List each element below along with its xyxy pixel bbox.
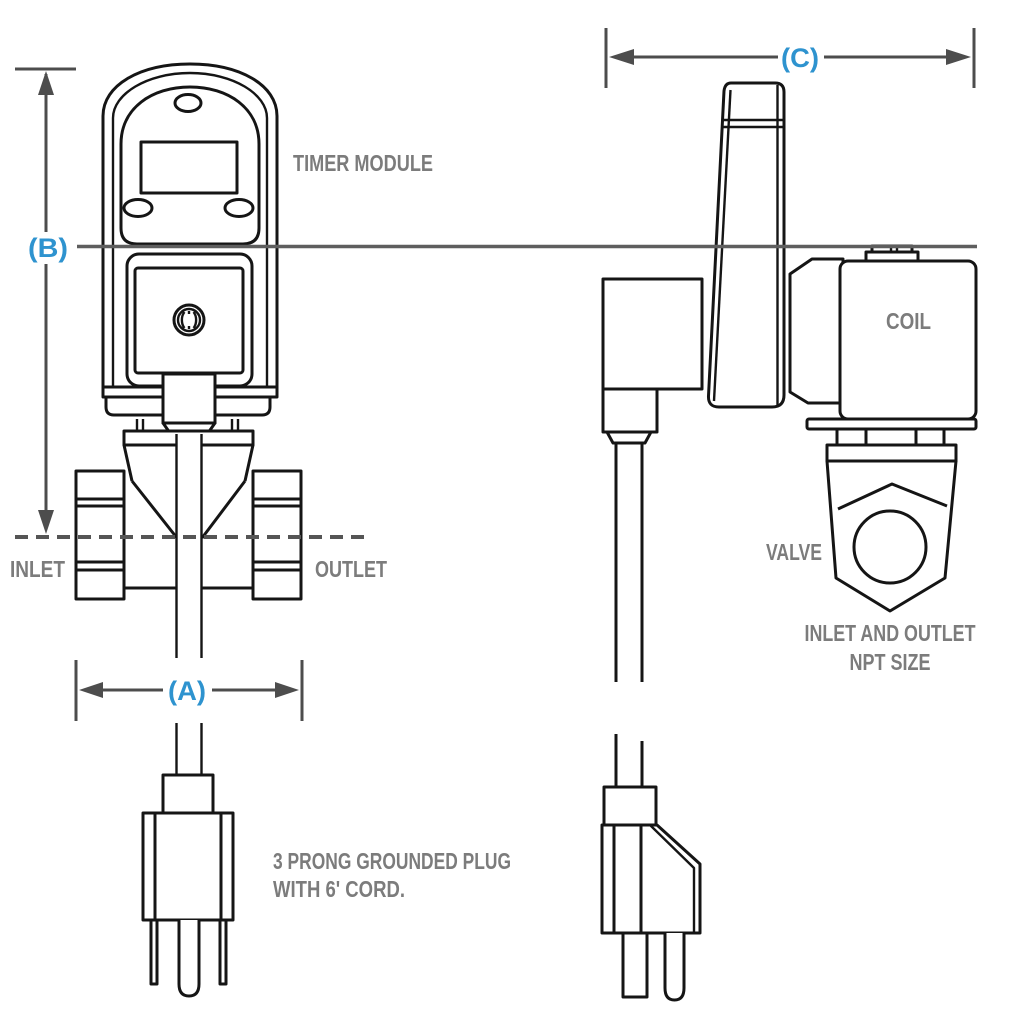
top-oval (173, 93, 203, 113)
valve-body-side (788, 257, 845, 405)
dim-c-label: (C) (781, 43, 819, 73)
outlet-label: OUTLET (315, 556, 387, 582)
plug-side (600, 785, 702, 1002)
plug-body (141, 811, 235, 922)
labels: TIMER MODULE INLET OUTLET 3 PRONG GROUND… (10, 43, 976, 902)
coil-label: COIL (886, 308, 931, 334)
left-button-oval (122, 198, 154, 218)
dimension-c (604, 28, 976, 88)
coil-body (838, 259, 978, 421)
valve-front (74, 429, 303, 775)
side-view (600, 81, 978, 1002)
valve-hex-fitting (825, 459, 958, 613)
timer-module-front (101, 62, 279, 435)
dimension-b (15, 67, 76, 534)
plug-blade-right (218, 918, 228, 986)
plug-front (141, 773, 235, 998)
coil-base (805, 417, 978, 463)
npt-note-line1: INLET AND OUTLET (805, 620, 976, 646)
plug-body-side (600, 823, 702, 935)
plug-pin-side (663, 933, 686, 1002)
cord-connector (161, 372, 217, 425)
plug-grip (161, 773, 215, 815)
lower-cover (125, 252, 254, 388)
plug-blade-side (621, 931, 649, 999)
dimension-a (74, 660, 304, 721)
npt-note-line2: NPT SIZE (850, 649, 931, 675)
power-cord-upper (175, 434, 203, 658)
din-connector-side (601, 277, 704, 787)
side-cord-upper (614, 443, 644, 682)
power-cord-lower (175, 723, 203, 775)
plug-ground-pin (177, 920, 201, 998)
dim-a-label: (A) (168, 676, 206, 706)
plug-blade-left (149, 918, 159, 986)
plug-grip-side (602, 785, 658, 827)
cover-screw-icon (172, 303, 206, 337)
valve-label: VALVE (766, 539, 822, 565)
timer-module-label: TIMER MODULE (293, 150, 433, 176)
npt-port-circle (852, 509, 928, 585)
dim-b-label: (B) (28, 233, 68, 263)
plug-note-line1: 3 PRONG GROUNDED PLUG (273, 848, 511, 874)
plug-note-line2: WITH 6' CORD. (273, 876, 405, 902)
right-button-oval (223, 198, 255, 218)
display-screen (139, 140, 239, 195)
side-cord-lower (614, 734, 644, 787)
inlet-label: INLET (10, 556, 65, 582)
front-view (74, 62, 303, 998)
